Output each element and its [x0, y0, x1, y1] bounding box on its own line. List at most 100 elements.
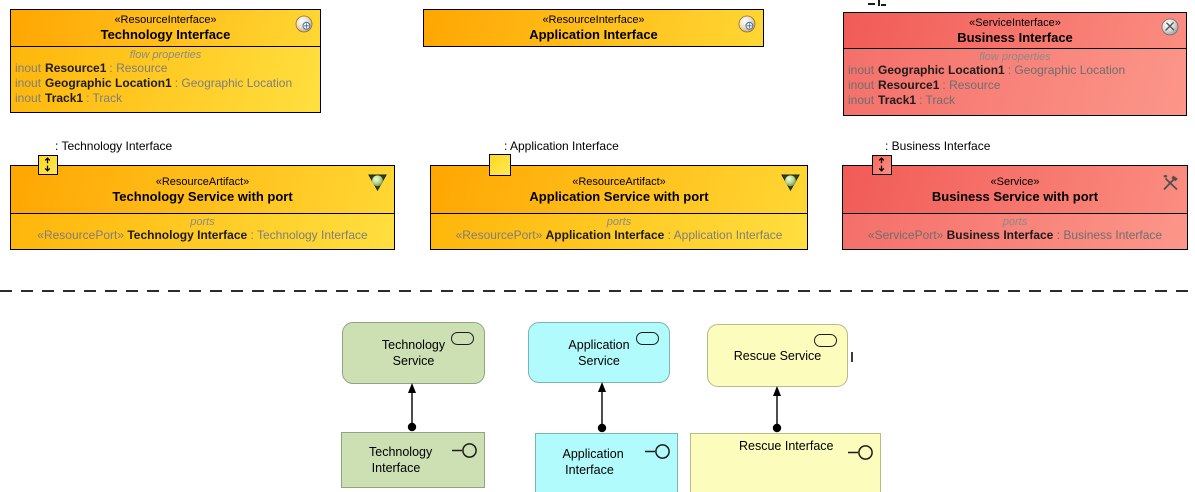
- port-type: : Business Interface: [1056, 228, 1163, 242]
- port-instance-label-business[interactable]: : Business Interface: [885, 139, 991, 153]
- port-entry: «ServicePort» Business Interface : Busin…: [843, 228, 1187, 243]
- ports-compartment: ports «ResourcePort» Application Interfa…: [431, 214, 807, 249]
- port-name: Business Interface: [946, 228, 1054, 242]
- flow-direction: inout: [15, 76, 42, 90]
- assignment-connector-rescue[interactable]: [770, 386, 784, 434]
- archimate-application-interface-box[interactable]: Application Interface: [535, 433, 678, 492]
- stereotype-label: «ResourceInterface»: [542, 14, 645, 26]
- port-name: Application Interface: [545, 228, 665, 242]
- compartment-label: ports: [190, 216, 215, 228]
- stereotype-label: «ResourceArtifact»: [572, 176, 666, 188]
- port-entry: «ResourcePort» Application Interface : A…: [431, 228, 807, 243]
- archimate-service-icon: [636, 332, 659, 345]
- resource-interface-technology-box[interactable]: «ResourceInterface» Technology Interface…: [10, 9, 321, 113]
- flow-name: Geographic Location1: [45, 76, 172, 90]
- flow-direction: inout: [15, 61, 42, 75]
- flow-name: Track1: [878, 93, 917, 107]
- archimate-technology-interface-box[interactable]: Technology Interface: [341, 432, 485, 488]
- flow-type: : Track: [86, 91, 123, 105]
- archimate-service-icon: [451, 332, 474, 345]
- crossed-tools-icon: [1163, 175, 1178, 191]
- compartment-label: ports: [1002, 216, 1028, 228]
- port-stereotype: «ResourcePort»: [37, 228, 125, 242]
- lollipop-interface-icon: [848, 445, 873, 460]
- stereotype-label: «ServiceInterface»: [969, 17, 1061, 29]
- element-name: Technology Interface: [100, 27, 231, 42]
- element-label: Application Interface: [562, 446, 624, 477]
- box-header: «ResourceArtifact» Technology Service wi…: [11, 166, 394, 214]
- service-interface-icon: [1161, 18, 1179, 36]
- service-business-service-box[interactable]: «Service» Business Service with port por…: [842, 165, 1188, 250]
- flow-type: : Geographic Location: [174, 76, 293, 90]
- flow-name: Track1: [45, 91, 84, 105]
- resource-artifact-icon: [368, 174, 387, 191]
- lollipop-interface-icon: [645, 444, 670, 459]
- compartment-label: flow properties: [129, 49, 202, 61]
- flow-direction: inout: [15, 91, 42, 105]
- flow-direction: inout: [848, 63, 875, 77]
- port-stereotype: «ServicePort»: [867, 228, 944, 242]
- element-label: Technology Interface: [369, 445, 433, 475]
- ports-compartment: ports «ResourcePort» Technology Interfac…: [11, 214, 394, 249]
- resource-port-technology[interactable]: [38, 155, 58, 175]
- element-label: Technology Service: [381, 338, 446, 368]
- port-type: : Technology Interface: [250, 228, 368, 242]
- updown-arrows-icon: [44, 157, 51, 172]
- ports-compartment: ports «ServicePort» Business Interface :…: [843, 214, 1187, 249]
- compartment-label: flow properties: [979, 51, 1051, 63]
- service-port-business[interactable]: [872, 155, 892, 175]
- archimate-application-service-box[interactable]: Application Service: [528, 322, 670, 383]
- resource-interface-icon: [295, 15, 313, 33]
- assignment-connector-technology[interactable]: [405, 383, 419, 433]
- stereotype-label: «ResourceInterface»: [114, 14, 217, 26]
- port-instance-label-technology[interactable]: : Technology Interface: [55, 139, 173, 153]
- stereotype-label: «Service»: [990, 176, 1040, 188]
- element-name: Application Interface: [529, 27, 658, 42]
- flow-name: Resource1: [45, 61, 107, 75]
- flow-type: : Resource: [942, 78, 1001, 92]
- box-header: «ServiceInterface» Business Interface: [844, 13, 1186, 49]
- service-interface-business-box[interactable]: «ServiceInterface» Business Interface fl…: [843, 12, 1187, 116]
- flow-name: Geographic Location1: [878, 63, 1005, 77]
- box-header: «Service» Business Service with port: [843, 166, 1187, 214]
- element-name: Business Service with port: [931, 189, 1099, 204]
- assignment-connector-application[interactable]: [595, 382, 609, 434]
- port-stereotype: «ResourcePort»: [455, 228, 543, 242]
- updown-arrows-icon: [878, 157, 885, 172]
- resource-port-application[interactable]: [489, 154, 511, 176]
- resource-artifact-application-service-box[interactable]: «ResourceArtifact» Application Service w…: [430, 165, 808, 250]
- box-header: «ResourceInterface» Application Interfac…: [424, 10, 763, 46]
- flow-name: Resource1: [878, 78, 940, 92]
- dashed-separator-line: [0, 290, 1195, 292]
- element-label: Rescue Interface: [739, 438, 834, 453]
- resource-interface-application-box[interactable]: «ResourceInterface» Application Interfac…: [423, 9, 764, 47]
- flow-type: : Track: [919, 93, 956, 107]
- port-name: Technology Interface: [127, 228, 248, 242]
- archimate-rescue-service-box[interactable]: Rescue Service: [707, 324, 848, 387]
- compartment-label: ports: [606, 216, 632, 228]
- port-entry: «ResourcePort» Technology Interface : Te…: [11, 228, 394, 243]
- box-header: «ResourceInterface» Technology Interface: [11, 10, 320, 47]
- resource-interface-icon: [738, 15, 756, 33]
- flow-type: : Geographic Location: [1007, 63, 1126, 77]
- stereotype-label: «ResourceArtifact»: [155, 176, 250, 188]
- stray-mark: [851, 352, 853, 362]
- element-name: Business Interface: [957, 30, 1073, 45]
- element-name: Application Service with port: [529, 189, 709, 204]
- resource-artifact-technology-service-box[interactable]: «ResourceArtifact» Technology Service wi…: [10, 165, 395, 250]
- element-name: Technology Service with port: [112, 189, 293, 204]
- archimate-service-icon: [814, 334, 837, 347]
- port-instance-label-application[interactable]: : Application Interface: [504, 139, 619, 153]
- archimate-technology-service-box[interactable]: Technology Service: [342, 322, 485, 384]
- archimate-rescue-interface-box[interactable]: Rescue Interface: [690, 433, 881, 492]
- flow-direction: inout: [848, 78, 875, 92]
